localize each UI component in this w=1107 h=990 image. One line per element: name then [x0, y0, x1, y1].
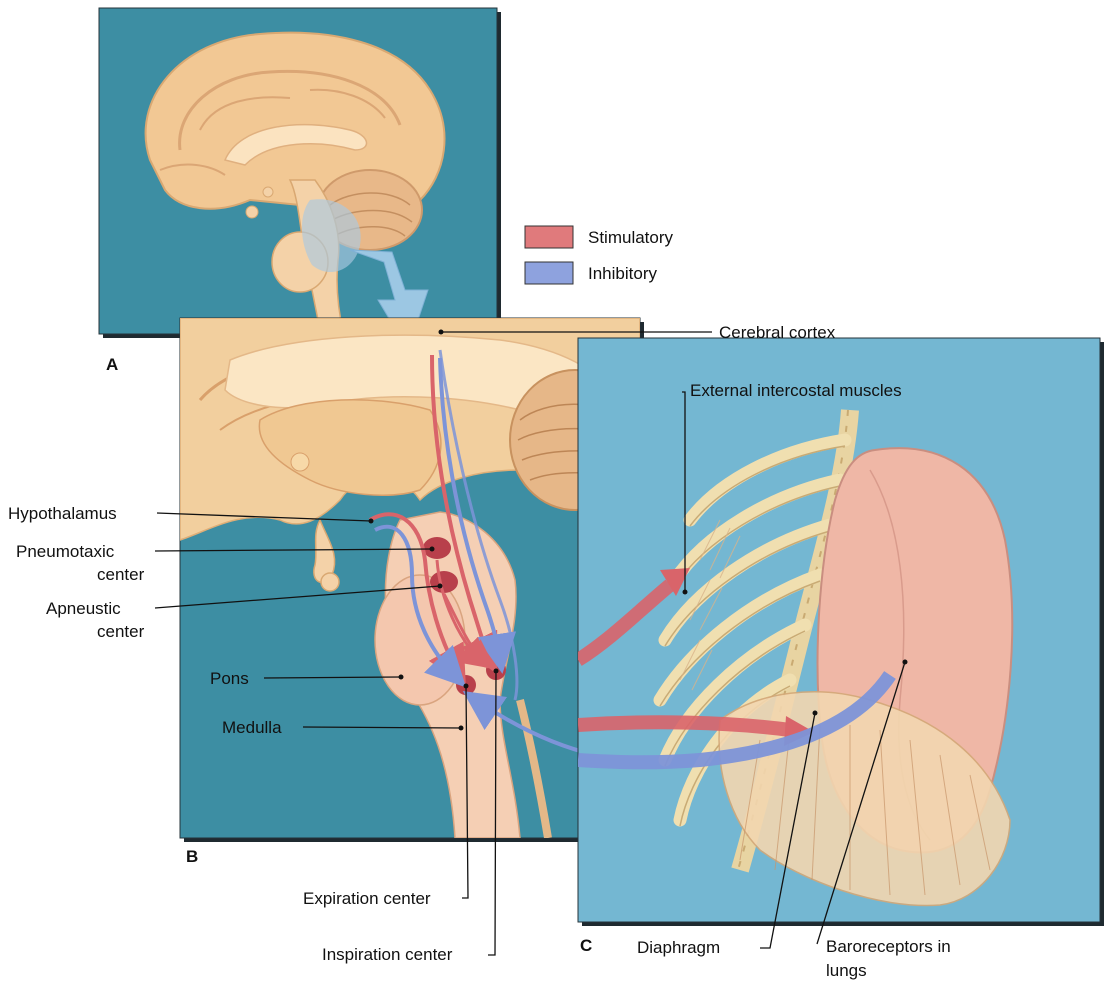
label-pneumotaxic-line1: Pneumotaxic — [16, 542, 115, 561]
inhibitory-swatch — [525, 262, 573, 284]
label-apneustic-line1: Apneustic — [46, 599, 121, 618]
label-expiration-center: Expiration center — [303, 889, 431, 908]
label-diaphragm: Diaphragm — [637, 938, 720, 957]
label-medulla: Medulla — [222, 718, 282, 737]
label-pons: Pons — [210, 669, 249, 688]
panel-a-letter: A — [106, 355, 118, 374]
label-baroreceptors-line2: lungs — [826, 961, 867, 980]
panel-c: C — [578, 338, 1104, 955]
apneustic-center-marker — [430, 571, 458, 593]
label-hypothalamus: Hypothalamus — [8, 504, 117, 523]
label-external-intercostal: External intercostal muscles — [690, 381, 902, 400]
label-inspiration-center: Inspiration center — [322, 945, 453, 964]
legend-label-inhibitory: Inhibitory — [588, 264, 657, 283]
legend: Stimulatory Inhibitory — [525, 226, 674, 284]
stimulatory-swatch — [525, 226, 573, 248]
label-cerebral-cortex: Cerebral cortex — [719, 323, 836, 342]
label-baroreceptors-line1: Baroreceptors in — [826, 937, 951, 956]
panel-b-letter: B — [186, 847, 198, 866]
legend-item-stimulatory: Stimulatory — [525, 226, 674, 248]
panel-b: B — [180, 318, 644, 866]
label-apneustic-line2: center — [97, 622, 145, 641]
legend-item-inhibitory: Inhibitory — [525, 262, 657, 284]
label-pneumotaxic-line2: center — [97, 565, 145, 584]
legend-label-stimulatory: Stimulatory — [588, 228, 674, 247]
pneumotaxic-center-marker — [423, 537, 451, 559]
panel-c-letter: C — [580, 936, 592, 955]
